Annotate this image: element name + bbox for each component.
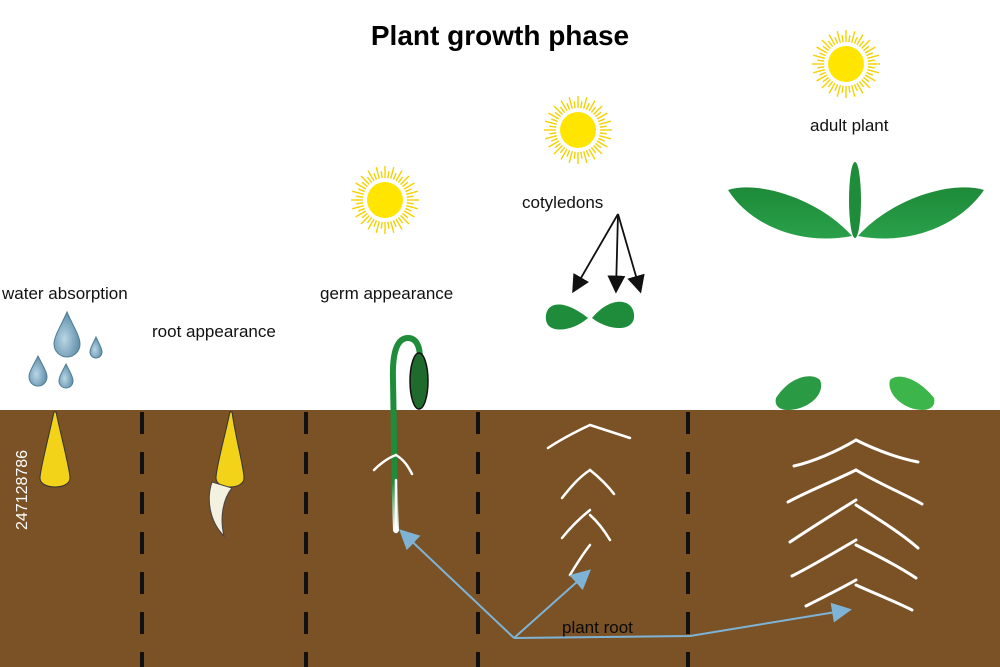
stage-label-root-appearance: root appearance <box>152 322 276 341</box>
stage-label-water-absorption: water absorption <box>2 284 128 303</box>
water-drops-icon <box>28 310 103 389</box>
moon-icon <box>200 200 228 255</box>
seedling-with-cotyledons <box>545 301 635 590</box>
germinating-seedling <box>372 334 429 534</box>
plant-root-label: plant root <box>562 618 633 637</box>
stage-label-adult-plant: adult plant <box>810 116 889 135</box>
sun-icon <box>812 30 880 98</box>
cotyledons-pointer-arrows <box>572 213 645 294</box>
sun-icon <box>544 96 612 164</box>
soil <box>0 410 1000 667</box>
seed-icon <box>39 411 71 488</box>
moon-icon <box>52 200 80 255</box>
diagram-title: Plant growth phase <box>370 20 630 51</box>
stage-label-germ-appearance: germ appearance <box>320 284 454 303</box>
cotyledons-label: cotyledons <box>522 193 604 212</box>
adult-plant <box>728 162 984 640</box>
stage-separators <box>140 412 690 667</box>
stock-id: 247128786 <box>14 449 31 530</box>
sprouting-seed-icon <box>208 411 245 538</box>
sun-icon <box>351 166 419 234</box>
plant-root-pointer-arrows <box>399 529 852 639</box>
